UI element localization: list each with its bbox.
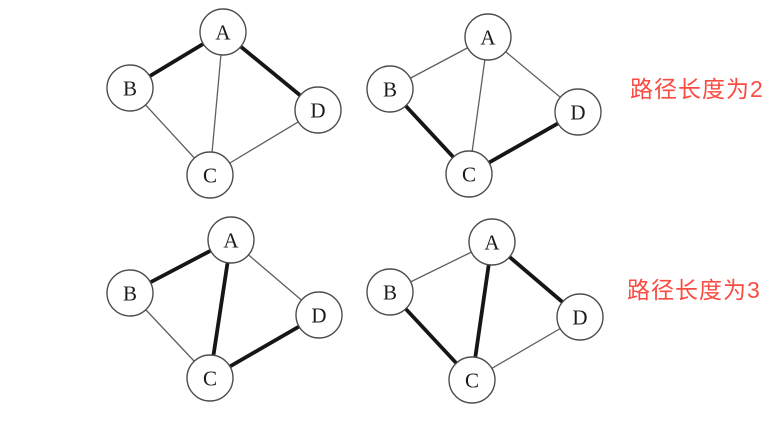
node-label-D: D <box>310 98 325 122</box>
node-A <box>468 218 516 266</box>
node-label-D: D <box>311 303 326 327</box>
node-C <box>445 150 493 198</box>
path-length-3-label: 路径长度为3 <box>627 277 761 303</box>
node-C <box>448 356 496 404</box>
node-label-D: D <box>572 305 587 329</box>
node-A <box>199 8 247 56</box>
node-D <box>554 88 602 136</box>
node-B <box>366 268 414 316</box>
node-label-C: C <box>203 366 217 390</box>
node-C <box>186 354 234 402</box>
node-B <box>106 269 154 317</box>
node-label-C: C <box>462 162 476 186</box>
node-label-B: B <box>383 77 397 101</box>
node-B <box>106 64 154 112</box>
node-label-C: C <box>203 163 217 187</box>
node-label-D: D <box>570 100 585 124</box>
node-D <box>295 291 343 339</box>
graph-path-B-A-D: A B C D <box>106 8 342 199</box>
node-label-A: A <box>480 25 496 49</box>
path-length-2-label: 路径长度为2 <box>630 76 764 102</box>
graph-path-B-C-D: A B C D <box>366 13 602 198</box>
node-label-A: A <box>215 20 231 44</box>
node-D <box>294 86 342 134</box>
node-label-B: B <box>383 280 397 304</box>
node-label-A: A <box>484 230 500 254</box>
node-D <box>556 293 604 341</box>
graph-path-B-A-C-D: A B C D <box>106 216 343 402</box>
edge-A-C <box>209 31 224 176</box>
node-label-B: B <box>123 76 137 100</box>
graph-path-B-C-A-D: A B C D <box>366 218 604 404</box>
node-A <box>464 13 512 61</box>
node-label-A: A <box>223 228 239 252</box>
node-B <box>366 65 414 113</box>
node-A <box>207 216 255 264</box>
node-label-B: B <box>123 281 137 305</box>
node-C <box>186 151 234 199</box>
node-label-C: C <box>465 368 479 392</box>
